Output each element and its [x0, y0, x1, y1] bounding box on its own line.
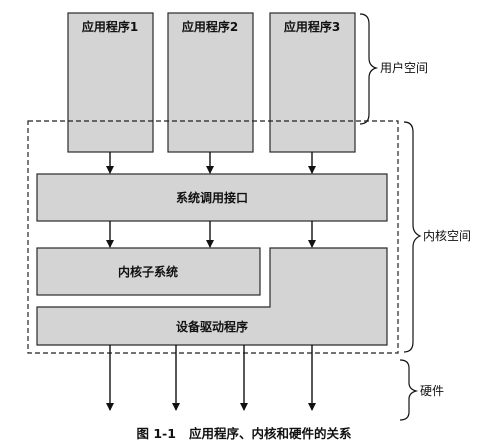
app-box-1: [67, 12, 154, 153]
kernel-space-boundary: [27, 120, 399, 354]
app-box-3: [269, 12, 356, 153]
device-drivers-box: [36, 247, 388, 346]
hardware-label: 硬件: [420, 384, 444, 398]
device-drivers-label: 设备驱动程序: [176, 319, 248, 334]
syscall-interface-box: [36, 173, 388, 222]
syscall-interface-label: 系统调用接口: [176, 190, 248, 205]
user-space-label: 用户空间: [380, 60, 428, 75]
kernel-space-label: 内核空间: [423, 229, 471, 243]
app-label-1: 应用程序1: [82, 19, 138, 34]
kernel-space-brace: [403, 121, 422, 353]
kernel-subsystem-label: 内核子系统: [118, 264, 178, 279]
hardware-brace: [399, 359, 419, 421]
figure-caption: 图 1-1 应用程序、内核和硬件的关系: [137, 426, 352, 441]
app-label-3: 应用程序3: [284, 19, 340, 34]
app-box-2: [167, 12, 254, 153]
user-space-brace: [359, 13, 379, 125]
app-label-2: 应用程序2: [182, 19, 238, 34]
kernel-subsystem-box: [36, 247, 261, 296]
